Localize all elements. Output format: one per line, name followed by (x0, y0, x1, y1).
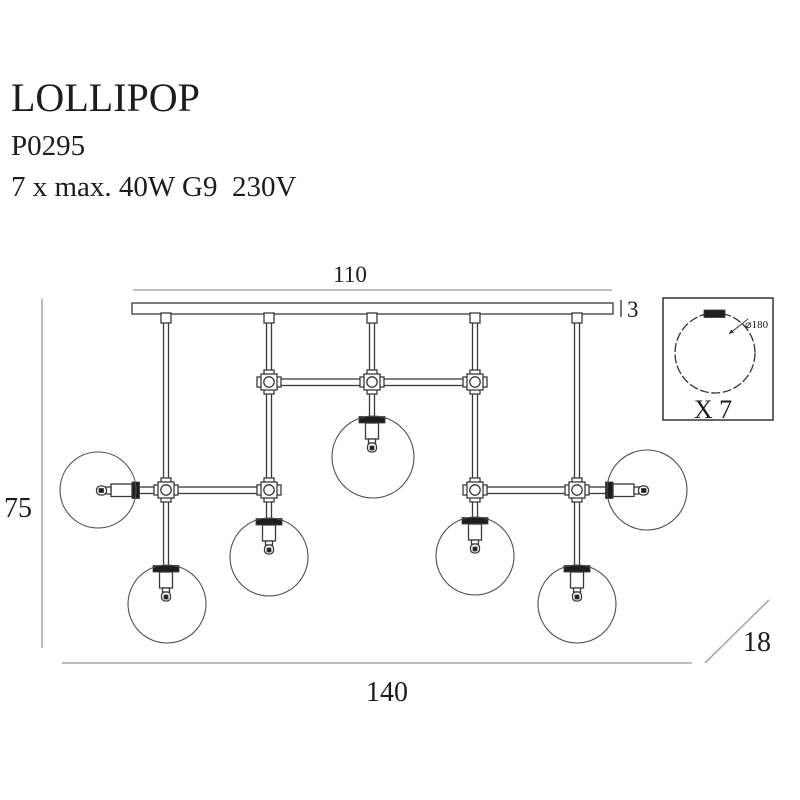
vertical-sockets (152, 416, 591, 602)
globe-center (331, 415, 415, 499)
junction-rod4-upper (462, 369, 488, 395)
hanging-rods (160, 312, 583, 568)
glass-globes (59, 415, 688, 644)
rod-collar-5 (571, 312, 583, 324)
rod-collar-2 (263, 312, 275, 324)
label-canopy-width: 110 (333, 262, 367, 287)
socket-globe-left (95, 481, 140, 499)
socket-globe-rod2 (255, 518, 283, 555)
label-height: 75 (4, 493, 32, 524)
label-canopy-thickness: 3 (627, 297, 639, 322)
globe-left-outer (59, 451, 137, 529)
globe-rod4 (435, 516, 515, 596)
dimension-lines (41, 289, 770, 664)
rod-collar-3 (366, 312, 378, 324)
label-total-width: 140 (366, 677, 408, 708)
rod-collar-1 (160, 312, 172, 324)
detail-box: ⌀180 X 7 (662, 297, 774, 424)
junction-rod1-lower (153, 477, 179, 503)
product-model-code: P0295 (11, 130, 86, 162)
detail-shade-circle (674, 312, 756, 394)
hanging-rod-3 (368, 313, 376, 419)
junction-rod2-upper (256, 369, 282, 395)
rod-collar-4 (469, 312, 481, 324)
junction-rod2-lower (256, 477, 282, 503)
detail-leader-arrow (729, 329, 734, 334)
globe-rod5 (537, 564, 617, 644)
junction-rod4-lower (462, 477, 488, 503)
socket-globe-rod4 (461, 517, 489, 554)
junction-rod3-upper (359, 369, 385, 395)
dimension-line-depth (704, 599, 770, 664)
detail-socket-cap (703, 309, 726, 318)
hanging-rod-1 (162, 313, 170, 568)
product-spec-line: 7 x max. 40W G9 230V (11, 171, 297, 203)
dimension-labels: 110 3 75 140 18 (4, 262, 771, 708)
socket-globe-center (358, 416, 386, 453)
socket-globe-rod5 (563, 565, 591, 602)
socket-globe-right (605, 481, 650, 499)
junction-connectors (153, 369, 590, 503)
hanging-rod-5 (573, 313, 581, 568)
junction-rod5-lower (564, 477, 590, 503)
detail-diameter-label: ⌀180 (745, 319, 769, 331)
product-title: LOLLIPOP (11, 75, 200, 120)
socket-globe-rod1 (152, 565, 180, 602)
detail-box-border (662, 297, 774, 421)
globe-right-outer (606, 449, 688, 531)
label-depth: 18 (743, 627, 771, 658)
globe-rod1 (127, 564, 207, 644)
globe-rod2 (229, 517, 309, 597)
detail-quantity-label: X 7 (694, 395, 732, 424)
